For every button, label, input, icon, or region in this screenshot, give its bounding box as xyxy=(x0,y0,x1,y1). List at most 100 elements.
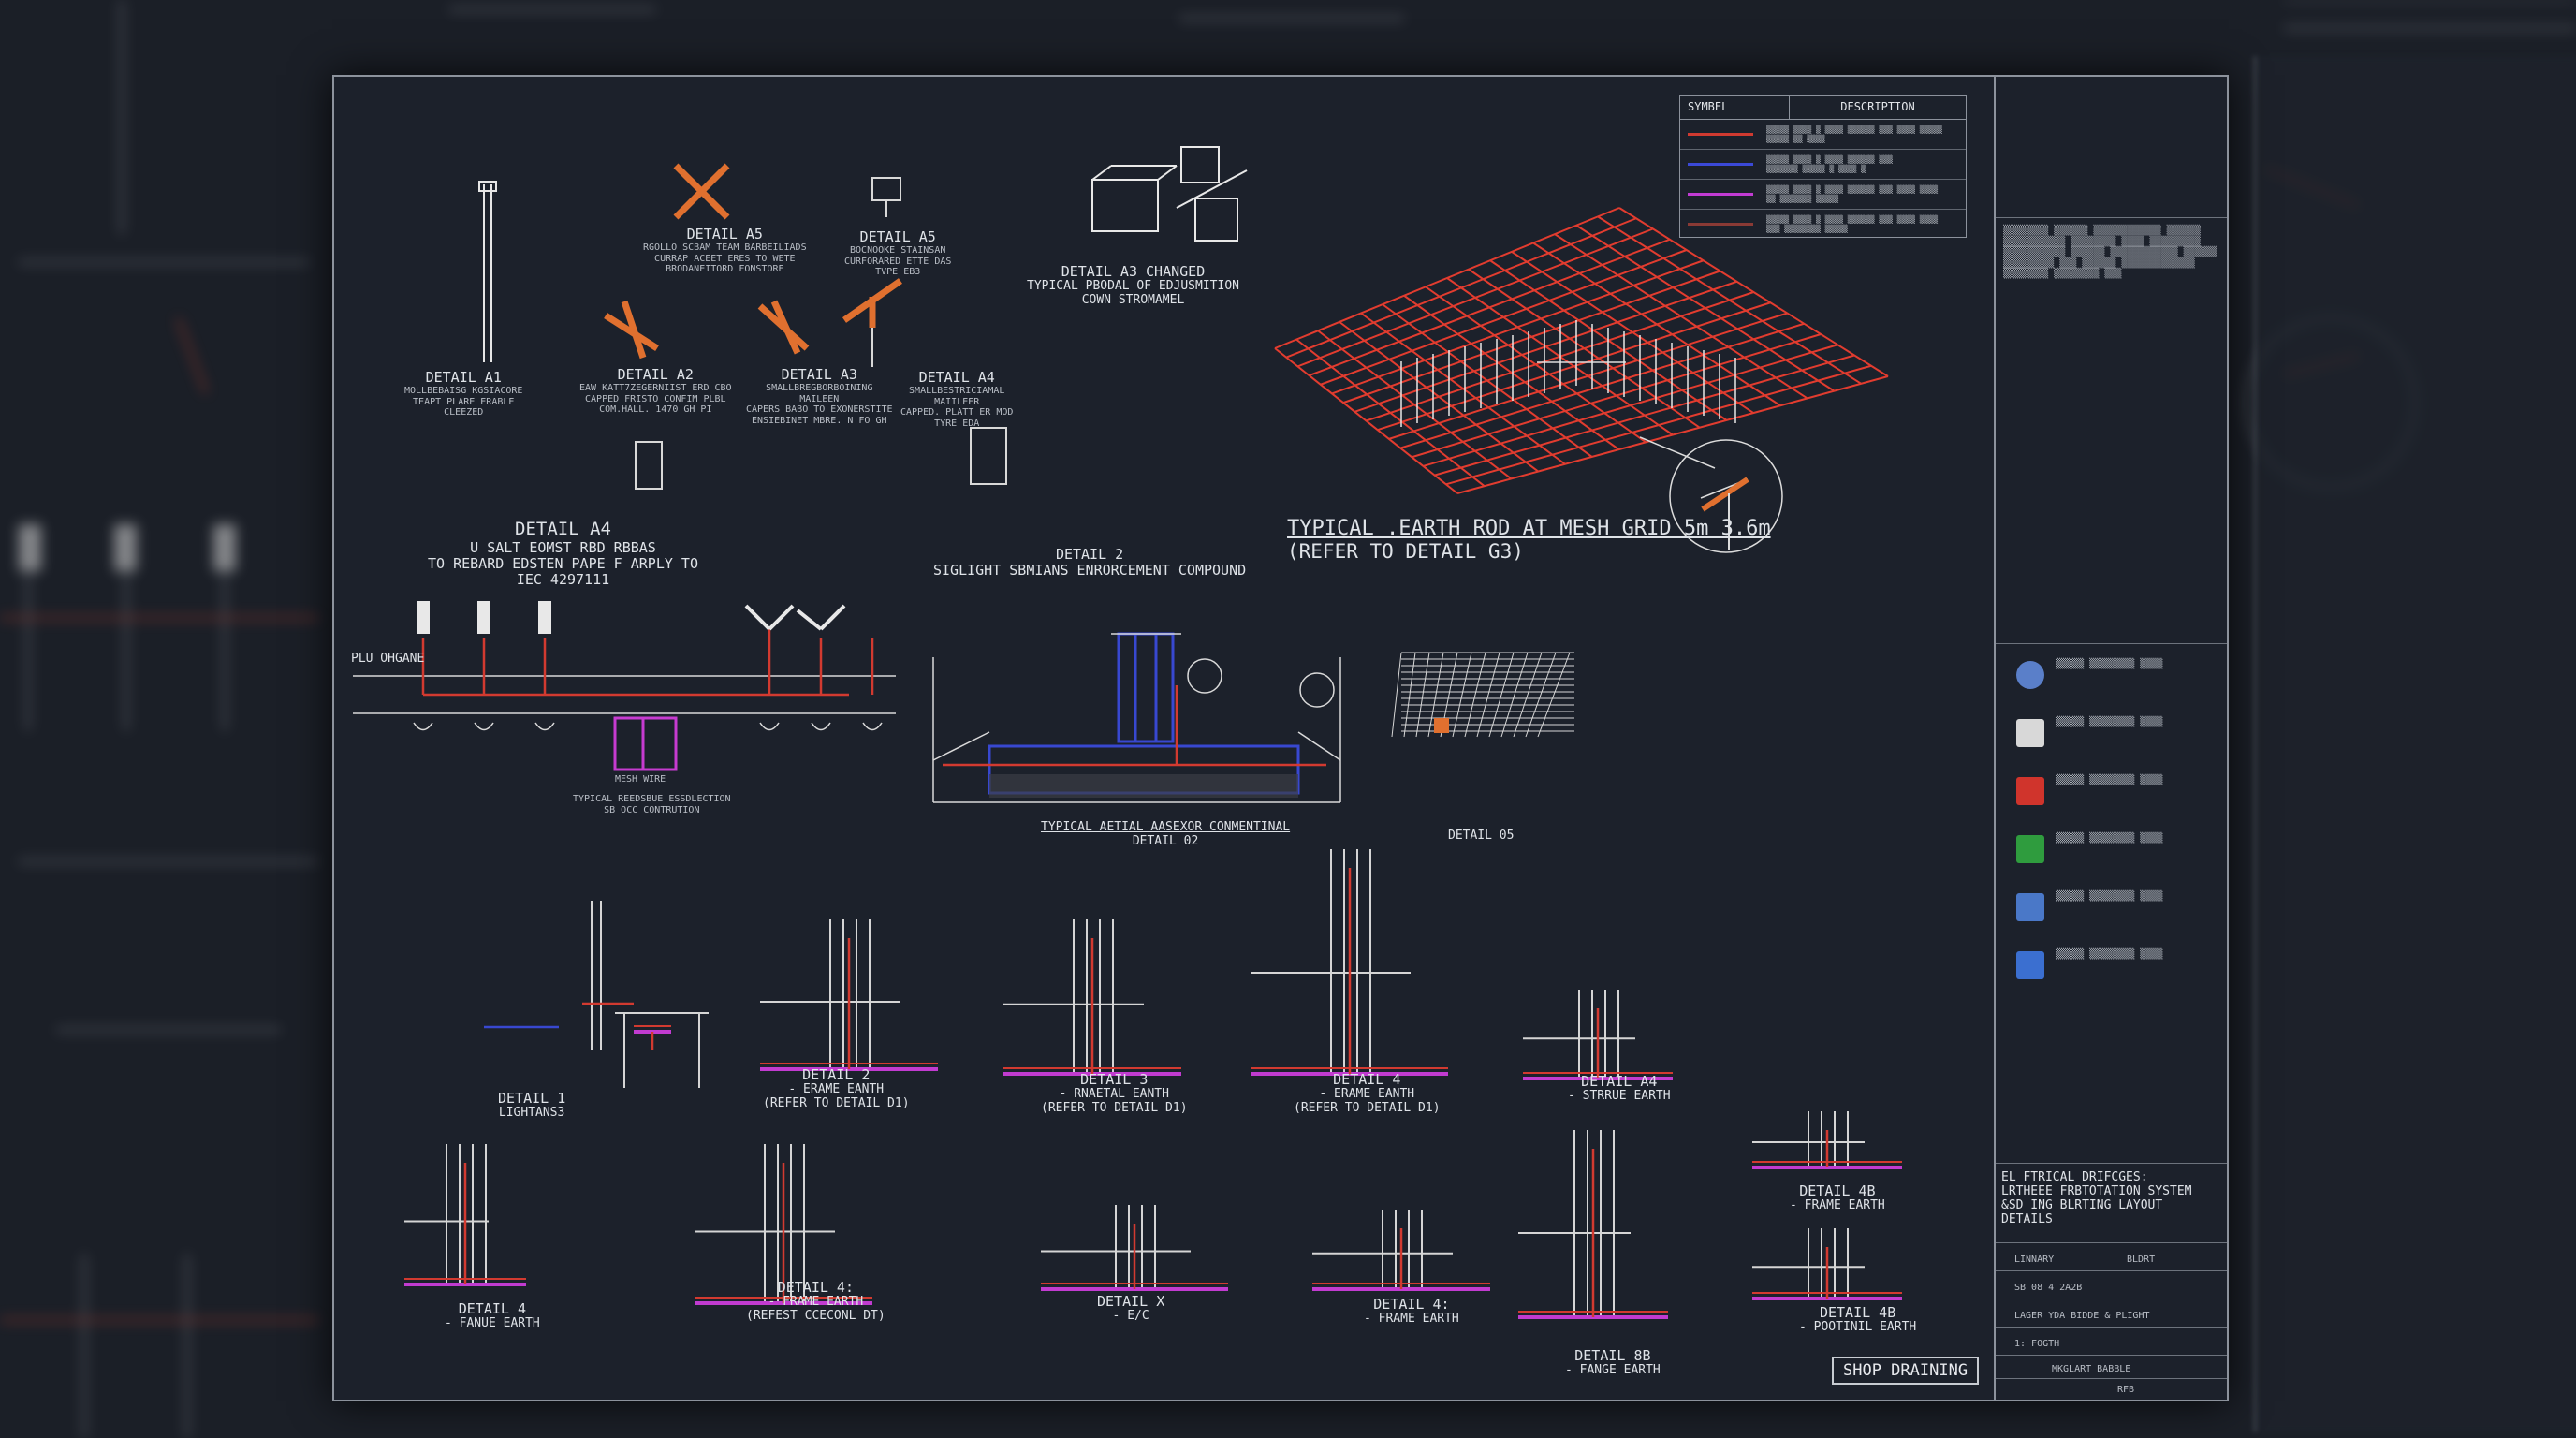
company-logo xyxy=(2016,835,2044,863)
detail-a3-changed-label: DETAIL A3 CHANGED TYPICAL PBODAL OF EDJU… xyxy=(1027,263,1239,308)
company-logo-text: ▒▒▒▒▒ ▒▒▒▒▒▒▒▒ ▒▒▒▒ xyxy=(2056,659,2163,669)
tb-field-value: BLDRT xyxy=(2127,1255,2156,1265)
detail-drawing xyxy=(404,1144,526,1286)
detail-2-line: SIGLIGHT SBMIANS ENRORCEMENT COMPOUND xyxy=(933,562,1247,580)
shop-drawing-stamp: SHOP DRAINING xyxy=(1832,1357,1980,1385)
company-logo-text: ▒▒▒▒▒ ▒▒▒▒▒▒▒▒ ▒▒▒▒ xyxy=(2056,833,2163,844)
tb-field-row: 1: FOGTH xyxy=(1996,1327,2227,1356)
detail-a5-left-line: RGOLLO SCBAM TEAM BARBEILIADS xyxy=(643,242,807,254)
row4-detail-label: DETAIL X - E/C xyxy=(1097,1293,1165,1324)
row4-detail-subtitle: - FANGE EARTH xyxy=(1565,1363,1661,1378)
legend-symbol-header: SYMBEL xyxy=(1680,96,1790,119)
detail-a1-title: DETAIL A1 xyxy=(425,369,502,386)
row3-detail-subtitle: - STRRUE EARTH xyxy=(1568,1089,1671,1104)
tb-project-line: LRTHEEE FRBTOTATION SYSTEM xyxy=(2001,1183,2192,1198)
detail-a1-line: CLEEZED xyxy=(444,407,484,418)
tb-field-row: SB 08 4 2A2B xyxy=(1996,1270,2227,1299)
typical-aerial-subtitle: DETAIL 02 xyxy=(1132,833,1199,848)
detail-a4-left-title: DETAIL A4 xyxy=(515,519,611,539)
detail-a4-left-line: TO REBARD EDSTEN PAPE F ARPLY TO xyxy=(428,555,698,573)
detail-a3-line: MAILEEN xyxy=(799,393,840,404)
row3-detail-title: DETAIL 4 xyxy=(1333,1071,1401,1088)
detail-a5-left-title: DETAIL A5 xyxy=(686,226,763,242)
detail-a5-right-line: CURFORARED ETTE DAS xyxy=(844,256,952,267)
plu-ohgane-label: PLU OHGANE xyxy=(351,652,425,666)
row3-detail-title: DETAIL A4 xyxy=(1581,1073,1658,1090)
detail-a5-right-line: TVPE EB3 xyxy=(875,267,921,278)
detail-a5-left-line: CURRAP ACEET ERES TO WETE xyxy=(654,253,796,264)
row4-detail-label: DETAIL 4 - FANUE EARTH xyxy=(445,1300,540,1331)
detail-a1-line: TEAPT PLARE ERABLE xyxy=(413,396,515,407)
tb-project-title: EL FTRICAL DRIFCGES: LRTHEEE FRBTOTATION… xyxy=(2001,1170,2192,1227)
detail-a2-line: CAPPED FRISTO CONFIM PLBL xyxy=(585,393,726,404)
detail-05-label: DETAIL 05 xyxy=(1448,829,1515,843)
row4-detail-label: DETAIL 8B - FANGE EARTH xyxy=(1565,1347,1661,1378)
detail-drawing xyxy=(1523,990,1673,1080)
row4-detail-label: DETAIL 4: - FRAME EARTH (REFEST CCECONL … xyxy=(746,1279,886,1324)
company-logo xyxy=(2016,719,2044,747)
detail-a4-top-line: MAIILEER xyxy=(934,396,980,407)
row4-detail-title: DETAIL 4: xyxy=(1373,1296,1450,1313)
detail-a3-line: CAPERS BABO TO EXONERSTITE xyxy=(746,404,893,416)
mesh-wire-label: MESH WIRE xyxy=(615,774,666,785)
detail-a3-changed-line: COWN STROMAMEL xyxy=(1081,293,1185,308)
row3-detail-subtitle: - RNAETAL EANTH xyxy=(1059,1087,1169,1102)
typical-aerial-label: TYPICAL AETIAL AASEXOR CONMENTINAL DETAI… xyxy=(1041,820,1290,849)
row3-detail-label: DETAIL 2 - ERAME EANTH (REFER TO DETAIL … xyxy=(763,1066,910,1111)
detail-drawing xyxy=(1518,1130,1668,1319)
title-block: ▒▒▒▒▒▒▒▒ ▒▒▒▒▒▒ ▒▒▒▒▒▒▒▒▒▒▒▒ ▒▒▒▒▒▒ ▒▒▒▒… xyxy=(1994,77,2227,1400)
tb-field-key: LINNARY xyxy=(2014,1255,2055,1265)
row4-detail-title: DETAIL 4B xyxy=(1799,1182,1876,1199)
detail-a5-right-label: DETAIL A5 BOCNOOKE STAINSAN CURFORARED E… xyxy=(844,228,952,278)
company-logo xyxy=(2016,777,2044,805)
tb-field-key: SB 08 4 2A2B xyxy=(2014,1283,2083,1293)
detail-a5-left-label: DETAIL A5 RGOLLO SCBAM TEAM BARBEILIADS … xyxy=(643,226,807,275)
tb-project: EL FTRICAL DRIFCGES: LRTHEEE FRBTOTATION… xyxy=(1996,1163,2227,1239)
row4-detail-subtitle: - FANUE EARTH xyxy=(445,1316,540,1331)
company-logo-text: ▒▒▒▒▒ ▒▒▒▒▒▒▒▒ ▒▒▒▒ xyxy=(2056,891,2163,902)
detail-drawing xyxy=(1251,849,1448,1076)
detail-2-title: DETAIL 2 xyxy=(1055,546,1124,563)
detail-a2-line: COM.HALL. 1470 GH PI xyxy=(599,404,712,416)
row4-detail-label: DETAIL 4: - FRAME EARTH xyxy=(1364,1296,1459,1327)
mesh-grid-label: TYPICAL .EARTH ROD AT MESH GRID 5m 3.6m … xyxy=(1287,517,1771,563)
detail-drawing xyxy=(1752,1228,1902,1300)
tb-logos: ▒▒▒▒▒ ▒▒▒▒▒▒▒▒ ▒▒▒▒ ▒▒▒▒▒ ▒▒▒▒▒▒▒▒ ▒▒▒▒ ▒▒… xyxy=(1996,643,2227,1037)
row3-detail-subtitle: - ERAME EANTH xyxy=(1319,1087,1415,1102)
detail-drawing xyxy=(1752,1111,1902,1169)
legend-text: ▒▒▒▒▒ ▒▒▒▒ ▒ ▒▒▒▒ ▒▒▒▒▒▒ ▒▒▒ ▒▒▒▒ ▒▒▒▒▒▒… xyxy=(1766,185,1939,204)
row3-detail-label: DETAIL A4 - STRRUE EARTH xyxy=(1568,1073,1671,1104)
legend-swatch xyxy=(1688,133,1753,136)
tb-notes: ▒▒▒▒▒▒▒▒ ▒▒▒▒▒▒ ▒▒▒▒▒▒▒▒▒▒▒▒ ▒▒▒▒▒▒ ▒▒▒▒… xyxy=(1996,217,2227,714)
tb-notes-text: ▒▒▒▒▒▒▒▒ ▒▒▒▒▒▒ ▒▒▒▒▒▒▒▒▒▒▒▒ ▒▒▒▒▒▒ ▒▒▒▒… xyxy=(2003,226,2217,279)
row4-detail-title: DETAIL X xyxy=(1097,1293,1165,1310)
detail-drawing xyxy=(695,1144,872,1305)
row3-detail-title: DETAIL 2 xyxy=(802,1066,871,1083)
row3-detail-label: DETAIL 3 - RNAETAL EANTH (REFER TO DETAI… xyxy=(1041,1071,1188,1116)
legend-row: ▒▒▒▒▒ ▒▒▒▒ ▒ ▒▒▒▒ ▒▒▒▒▒▒ ▒▒▒ ▒▒▒▒ ▒▒▒▒▒▒… xyxy=(1680,120,1966,150)
detail-a4-left-label: DETAIL A4 U SALT EOMST RBD RBBAS TO REBA… xyxy=(428,519,698,589)
legend-swatch xyxy=(1688,223,1753,226)
legend-text: ▒▒▒▒▒ ▒▒▒▒ ▒ ▒▒▒▒ ▒▒▒▒▒▒ ▒▒▒ ▒▒▒▒ ▒▒▒▒▒▒… xyxy=(1766,215,1939,234)
detail-a3-line: ENSIEBINET MBRE. N FO GH xyxy=(752,415,887,426)
detail-a3-changed-title: DETAIL A3 CHANGED xyxy=(1061,263,1206,280)
earth-rods xyxy=(1400,320,1736,427)
row4-detail-label: DETAIL 4B - FRAME EARTH xyxy=(1790,1182,1885,1213)
legend-text: ▒▒▒▒▒ ▒▒▒▒ ▒ ▒▒▒▒ ▒▒▒▒▒▒ ▒▒▒ ▒▒▒▒ ▒▒▒▒▒▒… xyxy=(1766,125,1942,144)
legend-header: SYMBEL DESCRIPTION xyxy=(1680,96,1966,120)
detail-drawing xyxy=(1003,919,1181,1076)
detail-a3-changed-line: TYPICAL PBODAL OF EDJUSMITION xyxy=(1027,279,1239,294)
row3-detail-subtitle: LIGHTANS3 xyxy=(498,1106,565,1121)
detail-a3-title: DETAIL A3 xyxy=(781,366,857,383)
mesh-grid xyxy=(1274,207,1889,494)
detail-a2-label: DETAIL A2 EAW KATT7ZEGERNIIST ERD CBO CA… xyxy=(579,366,732,416)
company-logo-text: ▒▒▒▒▒ ▒▒▒▒▒▒▒▒ ▒▒▒▒ xyxy=(2056,775,2163,785)
row4-detail-subtitle: (REFEST CCECONL DT) xyxy=(746,1309,886,1324)
adjacent-sheet xyxy=(2254,56,2576,1432)
row4-detail-subtitle: - FRAME EARTH xyxy=(1790,1198,1885,1213)
detail-a1-line: MOLLBEBAISG KGSIACORE xyxy=(404,386,523,397)
detail-a3-line: SMALLBREGBORBOINING xyxy=(766,383,873,394)
row3-detail-subtitle: (REFER TO DETAIL D1) xyxy=(1041,1101,1188,1116)
typical-riser-label: TYPICAL REEDSBUE ESSDLECTION SB OCC CONT… xyxy=(573,794,731,815)
detail-a2-line: EAW KATT7ZEGERNIIST ERD CBO xyxy=(579,383,732,394)
